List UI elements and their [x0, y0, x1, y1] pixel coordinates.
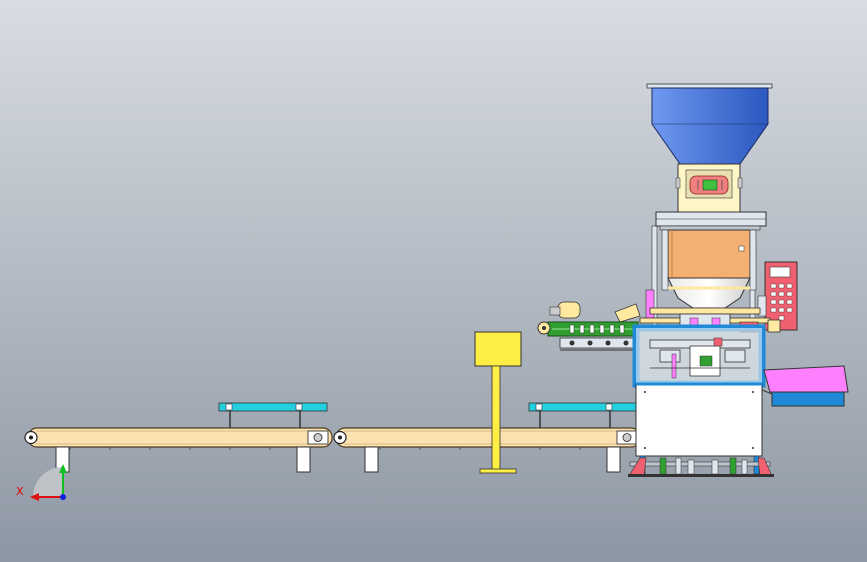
sign-board-stand: [474, 331, 522, 474]
bag-closing-unit: [537, 301, 641, 351]
left-guide-rail: [218, 402, 328, 412]
left-conveyor: [24, 402, 333, 473]
base-cabinet: [635, 383, 763, 457]
filling-machine: [628, 83, 849, 477]
middle-guide-rail: [528, 402, 638, 412]
coordinate-triad: X: [16, 464, 67, 501]
z-axis-point: [60, 494, 66, 500]
hopper-rim: [646, 83, 773, 89]
sign-board: [474, 331, 522, 367]
base-feet: [628, 457, 774, 477]
x-axis-label: X: [16, 485, 24, 498]
weigh-bucket: [667, 229, 751, 279]
bag-tray: [763, 365, 849, 393]
